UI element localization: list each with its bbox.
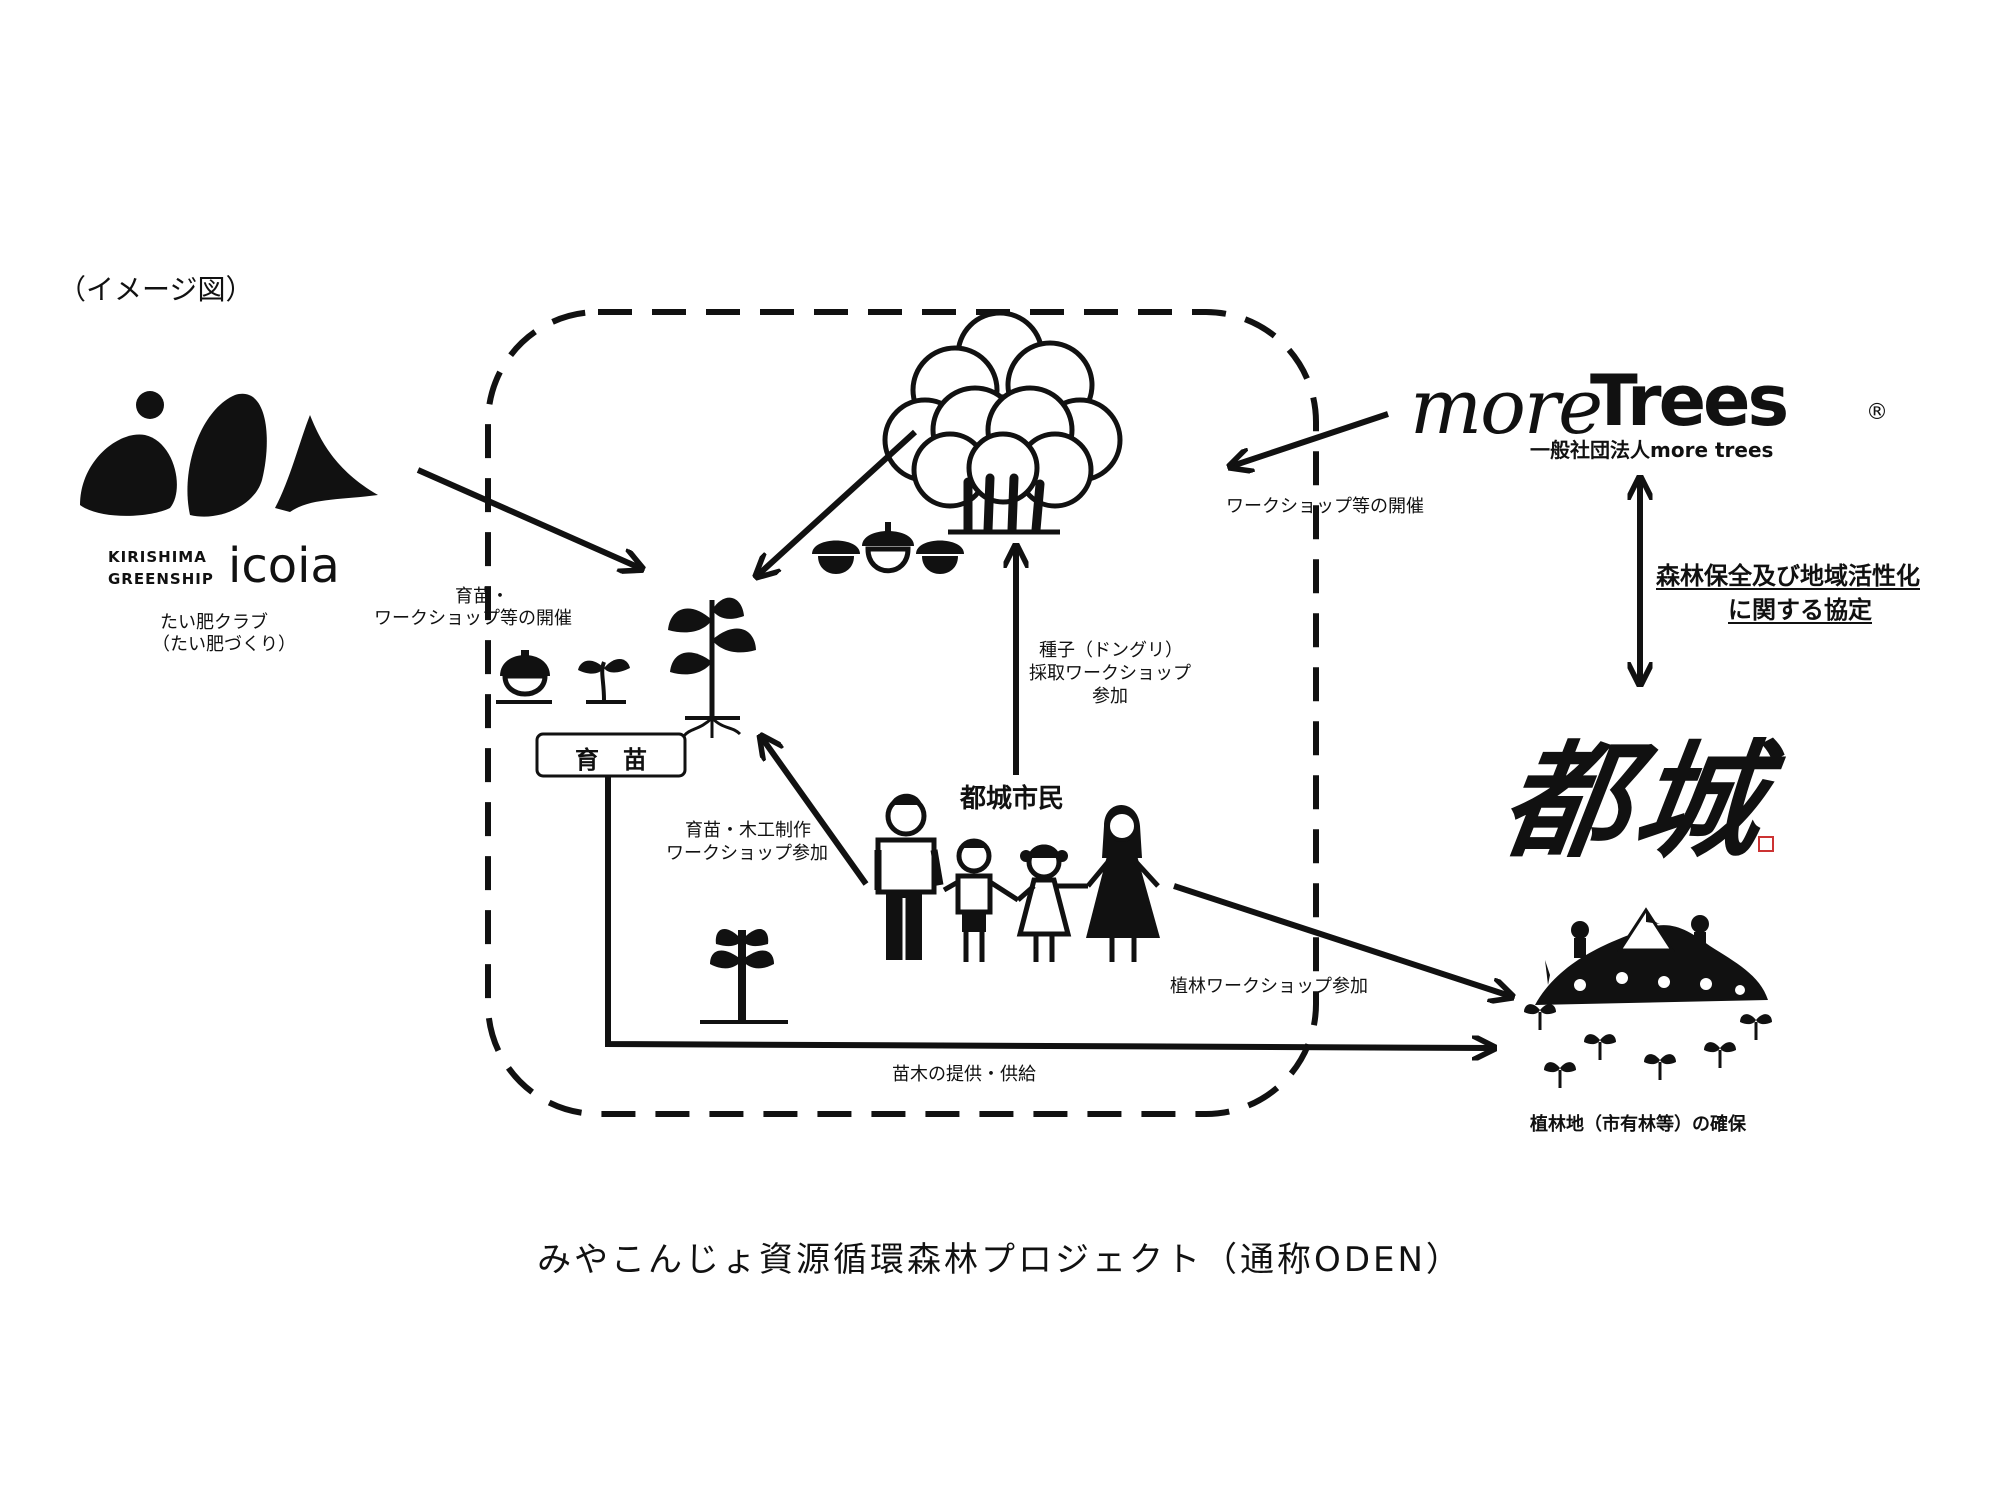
moretrees-logo-script: more bbox=[1410, 362, 1603, 451]
arrow-icoia-to-seedling bbox=[416, 467, 640, 568]
label-planting-site: 植林地（市有林等）の確保 bbox=[1530, 1114, 1746, 1135]
image-label: （イメージ図） bbox=[58, 273, 254, 306]
moretrees-reg-mark: ® bbox=[1866, 400, 1888, 425]
project-title: みやこんじょ資源循環森林プロジェクト（通称ODEN） bbox=[537, 1240, 1463, 1280]
agreement-line-1: 森林保全及び地域活性化 bbox=[1656, 562, 1920, 590]
icoia-name: icoia bbox=[228, 538, 340, 594]
label-planting-workshop: 植林ワークショップ参加 bbox=[1170, 976, 1368, 997]
moretrees-logo-bold: Trees bbox=[1590, 360, 1789, 442]
icoia-logo-icon bbox=[80, 391, 378, 517]
label-citizens: 都城市民 bbox=[960, 784, 1065, 814]
label-moretrees-flow: ワークショップ等の開催 bbox=[1226, 496, 1424, 517]
label-supply: 苗木の提供・供給 bbox=[892, 1064, 1036, 1085]
project-boundary bbox=[485, 309, 1319, 1117]
seal-stamp-icon bbox=[1758, 836, 1774, 852]
label-seed-3: 参加 bbox=[1092, 686, 1128, 707]
label-craft-2: ワークショップ参加 bbox=[666, 843, 828, 864]
label-seed-2: 採取ワークショップ bbox=[1029, 663, 1191, 684]
arrow-moretrees-to-project bbox=[1232, 411, 1389, 466]
label-craft-1: 育苗・木工制作 bbox=[685, 820, 811, 841]
label-icoia-flow-2: ワークショップ等の開催 bbox=[374, 608, 572, 629]
icoia-sub-1: KIRISHIMA bbox=[108, 548, 207, 566]
arrow-supply-to-site bbox=[605, 776, 1492, 1048]
young-tree-icon bbox=[700, 928, 788, 1024]
icoia-sub-2: GREENSHIP bbox=[108, 570, 214, 588]
agreement-line-2: に関する協定 bbox=[1728, 596, 1872, 624]
label-seed-1: 種子（ドングリ） bbox=[1039, 640, 1183, 661]
acorn-planting-icon bbox=[496, 650, 552, 704]
arrow-tree-to-seedling bbox=[758, 429, 918, 575]
icoia-caption-2: （たい肥づくり） bbox=[152, 634, 296, 655]
arrow-citizens-to-site bbox=[1173, 883, 1510, 996]
arrow-citizens-to-seedling bbox=[762, 738, 869, 886]
family-icon bbox=[874, 793, 1160, 962]
planting-site-icon bbox=[1524, 907, 1772, 1088]
sprout-icon bbox=[578, 658, 630, 704]
oak-tree-icon bbox=[882, 310, 1123, 535]
moretrees-org: 一般社団法人more trees bbox=[1530, 438, 1774, 462]
acorn-icons bbox=[812, 522, 964, 574]
label-icoia-flow-1: 育苗・ bbox=[455, 586, 509, 607]
nursery-label: 育 苗 bbox=[575, 746, 647, 774]
oak-seedling-icon bbox=[668, 597, 756, 738]
miyakonojo-calligraphy: 都城 bbox=[1493, 727, 1778, 875]
icoia-caption-1: たい肥クラブ bbox=[160, 612, 268, 633]
